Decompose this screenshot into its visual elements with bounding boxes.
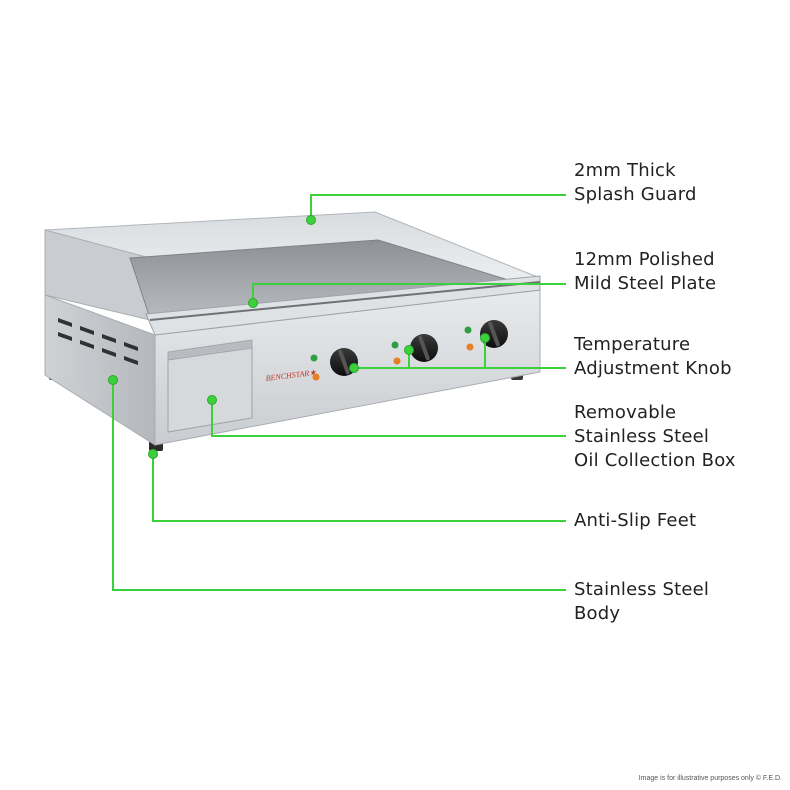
- callout-text: Body: [574, 603, 621, 624]
- callout-text: 2mm Thick: [574, 160, 676, 181]
- callout-lines: [112, 194, 566, 591]
- callout-dots: [108, 215, 490, 459]
- callout-text: 12mm Polished: [574, 249, 715, 270]
- callout-text: Temperature: [574, 334, 691, 355]
- callout-text: Stainless Steel: [574, 579, 710, 600]
- callout-text: Adjustment Knob: [574, 358, 732, 379]
- callout-text: Removable: [574, 402, 677, 423]
- callout-body: Stainless Steel Body: [574, 578, 709, 626]
- callout-text: Stainless Steel: [574, 426, 710, 447]
- disclaimer-text: Image is for illustrative purposes only …: [638, 775, 782, 782]
- callout-knob: Temperature Adjustment Knob: [574, 333, 732, 381]
- callout-splash-guard: 2mm Thick Splash Guard: [574, 159, 697, 207]
- callout-plate: 12mm Polished Mild Steel Plate: [574, 248, 716, 296]
- callout-text: Oil Collection Box: [574, 450, 736, 471]
- oil-drawer-lip: [167, 339, 253, 361]
- callout-feet: Anti-Slip Feet: [574, 509, 696, 533]
- callout-text: Splash Guard: [574, 184, 697, 205]
- vent-slots: [58, 318, 138, 365]
- oil-drawer: [167, 345, 253, 433]
- callout-oil-box: Removable Stainless Steel Oil Collection…: [574, 401, 736, 473]
- callout-text: Mild Steel Plate: [574, 273, 717, 294]
- callout-text: Anti-Slip Feet: [574, 510, 697, 531]
- indicator-lights: [310, 326, 474, 381]
